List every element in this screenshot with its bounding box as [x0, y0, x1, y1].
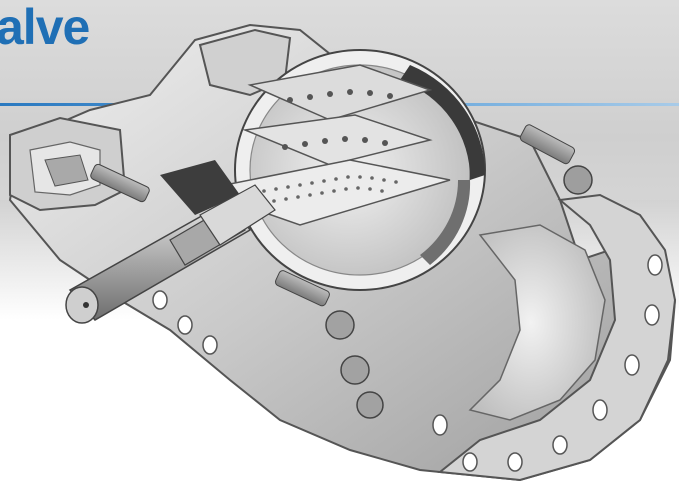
bolt-icon [90, 163, 150, 203]
bolt-icon [274, 270, 330, 307]
bolt-icon [325, 310, 384, 419]
bolt-icons [90, 124, 593, 419]
flange-holes [152, 254, 663, 472]
page-title: alve [0, 0, 90, 55]
bolt-icon [519, 124, 593, 195]
left-flange [9, 116, 127, 212]
valve-shaft [65, 184, 276, 324]
